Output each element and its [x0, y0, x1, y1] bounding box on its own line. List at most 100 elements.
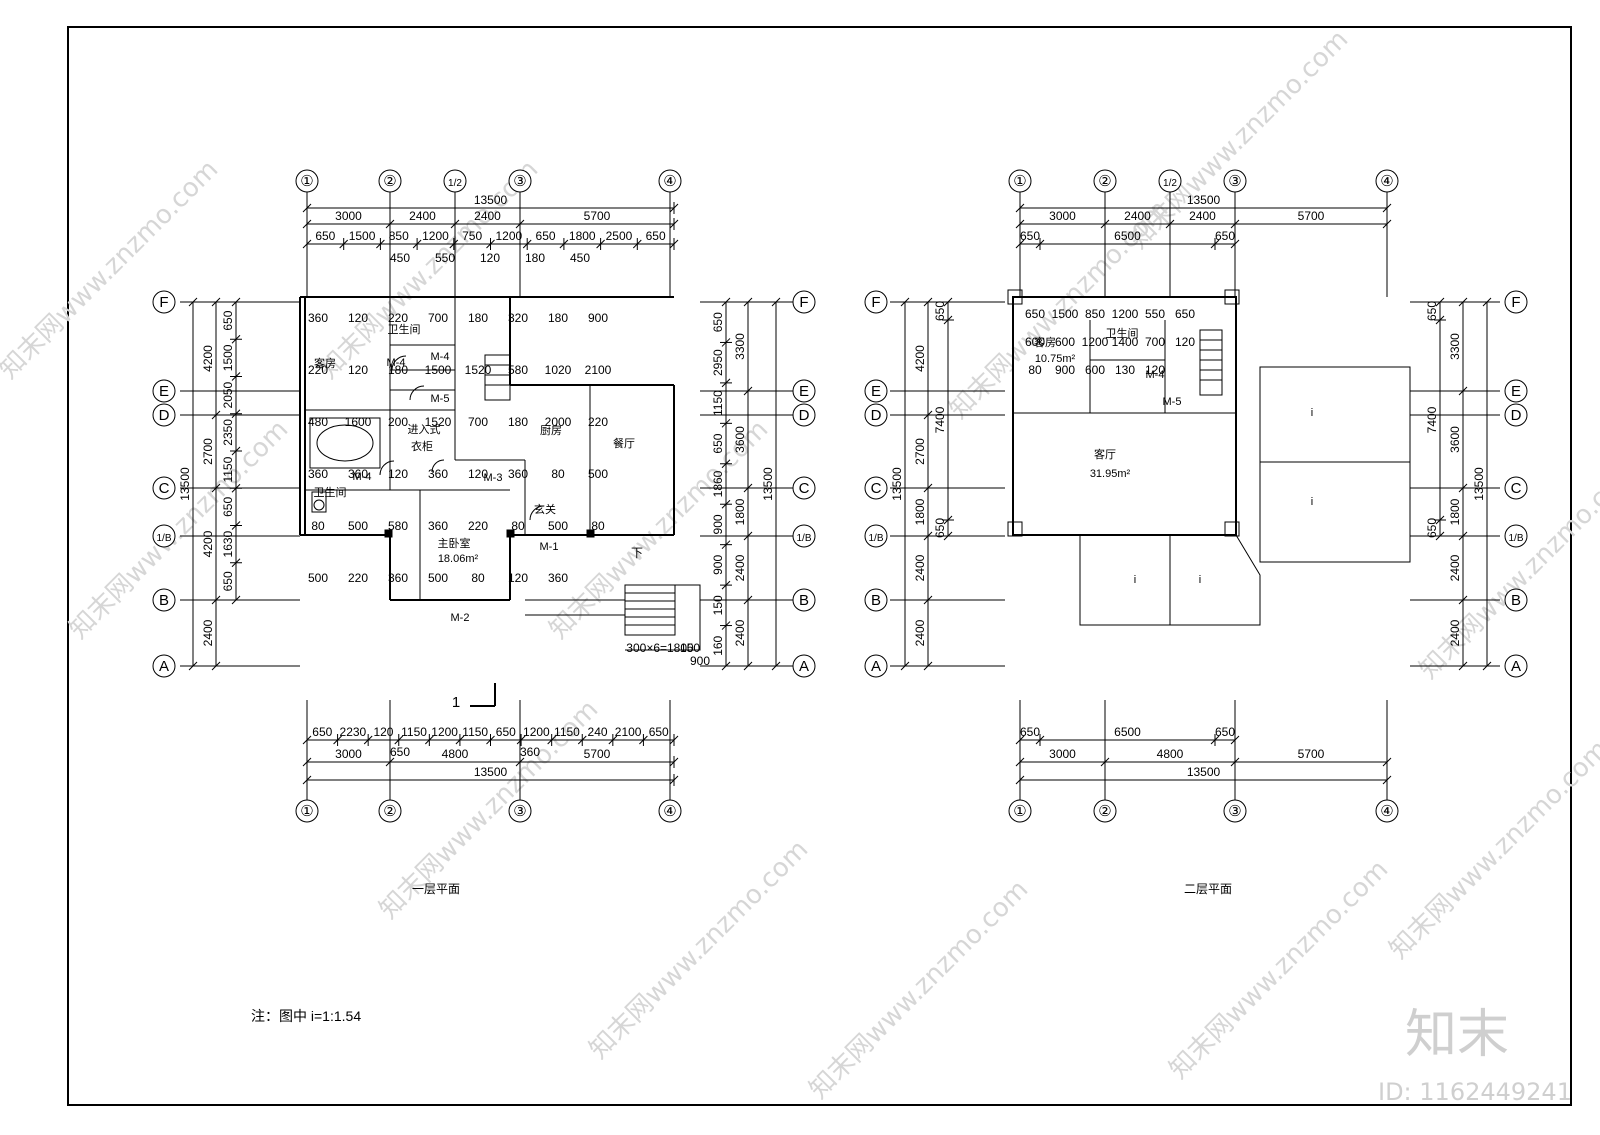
- plan1-left-details-value: 2350: [221, 419, 235, 446]
- plan1-top-details2: 450: [390, 251, 410, 265]
- plan2-row-right-bubble-label: F: [1511, 294, 1520, 311]
- plan2-inner-dim: 650: [1175, 307, 1195, 321]
- plan2-inner-dim: 1200: [1082, 335, 1109, 349]
- plan2-inner-dim: 600: [1085, 363, 1105, 377]
- plan1-room-label: 18.06m²: [438, 553, 479, 565]
- plan2-axis-bottom-bubble-label: ②: [1098, 803, 1111, 820]
- plan1-inner-dim: 80: [311, 519, 325, 533]
- plan1-note: 下: [631, 546, 643, 560]
- plan2-right-spans-value: 1800: [1448, 498, 1462, 525]
- plan2-room-label: 客房: [1034, 335, 1056, 349]
- watermark-text: 知末网www.znzmo.com: [584, 834, 815, 1065]
- plan2-row-left-bubble-label: E: [871, 383, 881, 400]
- plan1-inner-dim: 360: [348, 467, 368, 481]
- plan2-inner-dim: 1500: [1052, 307, 1079, 321]
- plan1-inner-dim: 80: [471, 571, 485, 585]
- plan1-right-details-value: 900: [711, 514, 725, 534]
- plan1-inner-dim: 120: [508, 571, 528, 585]
- plan1-right-spans-value: 2400: [733, 619, 747, 646]
- plan1-top-details2: 550: [435, 251, 455, 265]
- plan1-bottom-details-value: 650: [312, 725, 332, 739]
- plan1-right-spans-value: 3300: [733, 333, 747, 360]
- plan1-inner-dim: 580: [388, 519, 408, 533]
- plan1-bottom-details2: 650: [390, 745, 410, 759]
- plan1-left-spans-value: 2700: [201, 438, 215, 465]
- plan1-top-details-value: 750: [462, 229, 482, 243]
- plan1-entry-steps: [525, 584, 701, 651]
- plan2-row-left-bubble-label: F: [871, 294, 880, 311]
- plan1-inner-dim: 220: [588, 415, 608, 429]
- plan1-row-left-bubble-label: E: [159, 383, 169, 400]
- plan1-bottom-details-value: 1150: [401, 725, 427, 739]
- plan1-axis-top-bubble: [508, 169, 532, 193]
- watermark-layer: 知末网www.znzmo.com知末网www.znzmo.com知末网www.z…: [0, 24, 1600, 1105]
- plan1-row-right-bubble: [792, 654, 816, 678]
- plan1-row-right-bubble-label: C: [799, 480, 810, 497]
- plan1-top-details2: 180: [525, 251, 545, 265]
- plan2-right-spans-value: 2400: [1448, 619, 1462, 646]
- plan1-inner-dim: 500: [348, 519, 368, 533]
- plan1-axis-top-bubble: [378, 169, 402, 193]
- plan1-room-label: 衣柜: [411, 439, 433, 453]
- plan1-row-right-bubble-label: D: [799, 407, 810, 424]
- plan2-right-spans-value: 3300: [1448, 333, 1462, 360]
- plan2-axis-top-bubble: [1158, 169, 1182, 193]
- plan1-bottom-spans-value: 5700: [584, 747, 611, 761]
- plan2-right-total-value: 13500: [1472, 467, 1486, 501]
- plan2-bottom-spans-value: 4800: [1157, 747, 1184, 761]
- plan1-top-spans-value: 3000: [335, 209, 362, 223]
- plan1-inner-dim: 120: [348, 311, 368, 325]
- plan2-axis-top-bubble-label: ②: [1098, 173, 1111, 190]
- plan1-door-swings: [379, 355, 545, 521]
- plan1-top-details-value: 650: [646, 229, 666, 243]
- plan2-top-spans-value: 3000: [1049, 209, 1076, 223]
- plan2-row-left-bubble: [864, 654, 888, 678]
- plan1-row-right-bubble-label: F: [799, 294, 808, 311]
- plan2-interior: [1013, 320, 1236, 414]
- plan2-axis-top-bubble: [1223, 169, 1247, 193]
- plan1-row-right-bubble-label: A: [799, 658, 809, 675]
- plan1-inner-dim: 360: [508, 467, 528, 481]
- plan2-right-spans-value: 3600: [1448, 426, 1462, 453]
- plan1-left-details-value: 1500: [221, 344, 235, 371]
- plan2-right-details-value: 7400: [1425, 406, 1439, 433]
- plan1-bottom-details-value: 1200: [523, 725, 550, 739]
- plan2-axis-top-bubble-label: 1/2: [1163, 178, 1177, 189]
- plan1-inner-dim: 360: [308, 467, 328, 481]
- plan1-inner-dim: 180: [508, 415, 528, 429]
- plan1-row-left-bubble-label: C: [159, 480, 170, 497]
- plan2-axis-top-bubble-label: ③: [1228, 173, 1241, 190]
- plan1-bottom-details-value: 1150: [462, 725, 488, 739]
- plan1-row-left-bubble: [152, 290, 176, 314]
- plan1-door-tag: M-4: [431, 351, 450, 363]
- plan2-bottom-details-value: 650: [1215, 725, 1235, 739]
- plan2-inner-dim: 900: [1055, 363, 1075, 377]
- plan1-left-details-value: 650: [221, 310, 235, 330]
- plan2-row-left-bubble-label: A: [871, 658, 881, 675]
- plan2-room-label: 卫生间: [1106, 326, 1139, 340]
- plan2-row-left-bubble-label: D: [871, 407, 882, 424]
- plan2-row-left-bubble-label: C: [871, 480, 882, 497]
- plan1-axis-bottom-bubble: [508, 799, 532, 823]
- plan1-row-right-bubble: [792, 403, 816, 427]
- plan2-row-left-bubble: [864, 588, 888, 612]
- plan2-row-right-bubble-label: C: [1511, 480, 1522, 497]
- plan2-right-details-value: 650: [1425, 518, 1439, 538]
- plan1-bottom-details-value: 240: [588, 725, 608, 739]
- plan1-row-right-bubble-label: B: [799, 592, 809, 609]
- plan2-left-total-value: 13500: [890, 467, 904, 501]
- plan1-toilet: [311, 491, 327, 513]
- plan1-row-left-bubble: [152, 476, 176, 500]
- plan1-row-right-bubble-label: 1/B: [796, 533, 811, 544]
- plan1-inner-dim: 2000: [545, 415, 572, 429]
- plan1-row-left-bubble: [152, 379, 176, 403]
- plan1-inner-dim: 80: [591, 519, 605, 533]
- plan1-row-left-bubble: [152, 524, 176, 548]
- plan2-left-spans-value: 2400: [913, 554, 927, 581]
- plan1-axis-top-bubble-label: ②: [383, 173, 396, 190]
- plan1-left-details-value: 2050: [221, 381, 235, 408]
- plan1-inner-dim: 360: [308, 311, 328, 325]
- sheet-border: [67, 26, 1572, 1106]
